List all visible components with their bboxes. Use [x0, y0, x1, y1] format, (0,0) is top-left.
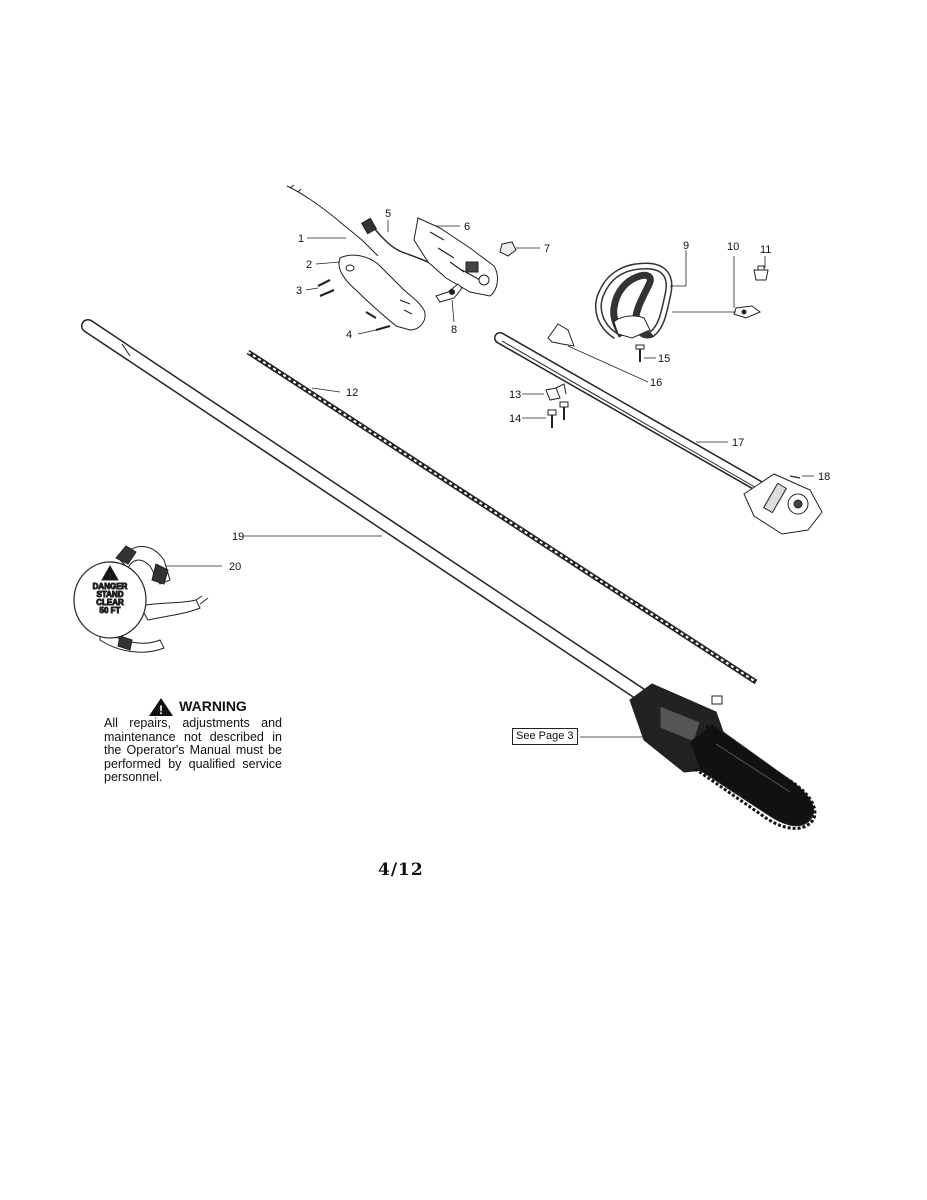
callout-6: 6 — [464, 221, 470, 233]
tube-coupler — [743, 473, 823, 535]
leader-lines — [166, 220, 814, 738]
decal-line-3: CLEAR — [96, 598, 124, 607]
decal-line-2: STAND — [97, 590, 124, 599]
throttle-housing-group — [286, 184, 517, 331]
drive-shaft — [246, 349, 758, 685]
decal-line-1: DANGER — [93, 582, 128, 591]
guide-bar — [689, 723, 814, 827]
callout-1: 1 — [298, 233, 304, 245]
warning-block: ! WARNING All repairs, adjustments and m… — [104, 698, 282, 785]
warning-title: WARNING — [179, 698, 247, 715]
callout-numbers: 1 2 3 4 5 6 7 8 9 10 11 12 13 14 15 16 1… — [229, 208, 830, 573]
page-number: 4/12 — [378, 860, 424, 880]
callout-16: 16 — [650, 377, 662, 389]
callout-7: 7 — [544, 243, 550, 255]
callout-14: 14 — [509, 413, 521, 425]
callout-15: 15 — [658, 353, 670, 365]
callout-4: 4 — [346, 329, 352, 341]
pole-saw-head — [629, 683, 817, 830]
svg-text:!: ! — [109, 572, 112, 581]
lockout-button — [499, 241, 517, 257]
warning-body: All repairs, adjustments and maintenance… — [104, 716, 282, 784]
loop-handle-group — [547, 262, 769, 362]
clamp-fasteners — [545, 383, 569, 428]
throttle-trigger — [435, 283, 463, 303]
handle-bracket — [547, 323, 575, 347]
see-page-reference: See Page 3 — [512, 728, 578, 745]
callout-8: 8 — [451, 324, 457, 336]
warning-triangle-icon — [101, 564, 119, 581]
decal-line-4: 50 FT — [100, 606, 121, 615]
nut — [753, 265, 769, 281]
shoulder-strap: ! DANGER STAND CLEAR 50 FT — [73, 545, 209, 653]
danger-decal — [73, 561, 147, 639]
callout-10: 10 — [727, 241, 739, 253]
clamp-plate — [733, 305, 761, 319]
lower-tube — [81, 319, 647, 701]
connector — [360, 217, 378, 235]
handle-half-left — [338, 254, 426, 331]
callout-9: 9 — [683, 240, 689, 252]
warning-heading: ! WARNING — [114, 698, 282, 716]
callout-5: 5 — [385, 208, 391, 220]
callout-19: 19 — [232, 531, 244, 543]
throttle-cable — [286, 185, 379, 257]
callout-12: 12 — [346, 387, 358, 399]
callout-20: 20 — [229, 561, 241, 573]
upper-drive-tube — [494, 332, 823, 535]
callout-2: 2 — [306, 259, 312, 271]
callout-11: 11 — [760, 244, 771, 256]
callout-18: 18 — [818, 471, 830, 483]
callout-17: 17 — [732, 437, 744, 449]
svg-text:!: ! — [159, 703, 163, 716]
callout-13: 13 — [509, 389, 521, 401]
saw-chain — [693, 724, 817, 830]
handle-half-right — [413, 217, 498, 297]
callout-3: 3 — [296, 285, 302, 297]
warning-triangle-icon: ! — [149, 698, 174, 716]
